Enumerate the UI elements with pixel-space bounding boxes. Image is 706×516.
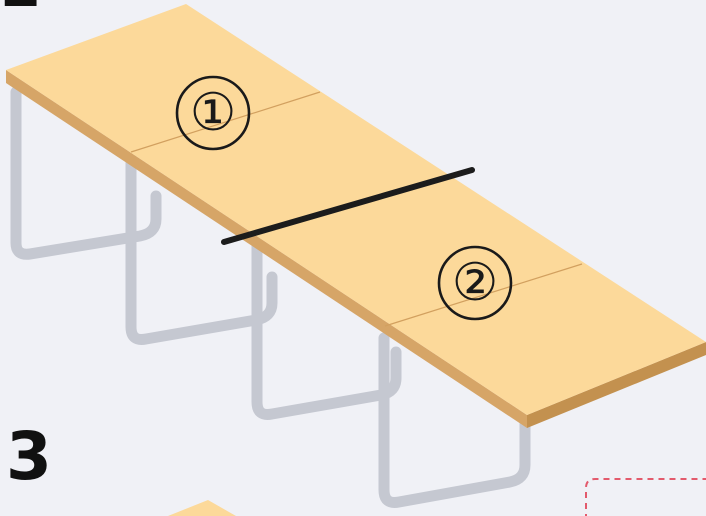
fold-line-2 <box>384 263 583 327</box>
next-step-board-preview <box>168 500 236 516</box>
board-top <box>6 4 706 415</box>
bench-board <box>6 4 706 428</box>
board-end-edge <box>527 342 706 428</box>
leg-frame-3 <box>251 240 402 420</box>
section-marker-1: ① <box>175 75 251 151</box>
section-marker-2: ② <box>437 245 513 321</box>
leg-frames <box>10 86 531 508</box>
callout-box <box>585 478 706 516</box>
section-label-1: ① <box>190 83 237 143</box>
leg-frame-1 <box>10 86 162 260</box>
leg-frame-2 <box>125 157 278 345</box>
step-number-partial: 2 <box>0 0 42 16</box>
board-front-edge <box>6 70 527 428</box>
section-label-2: ② <box>452 253 499 313</box>
step-number: 3 <box>6 418 52 495</box>
leg-frame-4 <box>378 332 531 508</box>
divider-line <box>221 167 475 245</box>
fold-line-1 <box>130 91 321 153</box>
